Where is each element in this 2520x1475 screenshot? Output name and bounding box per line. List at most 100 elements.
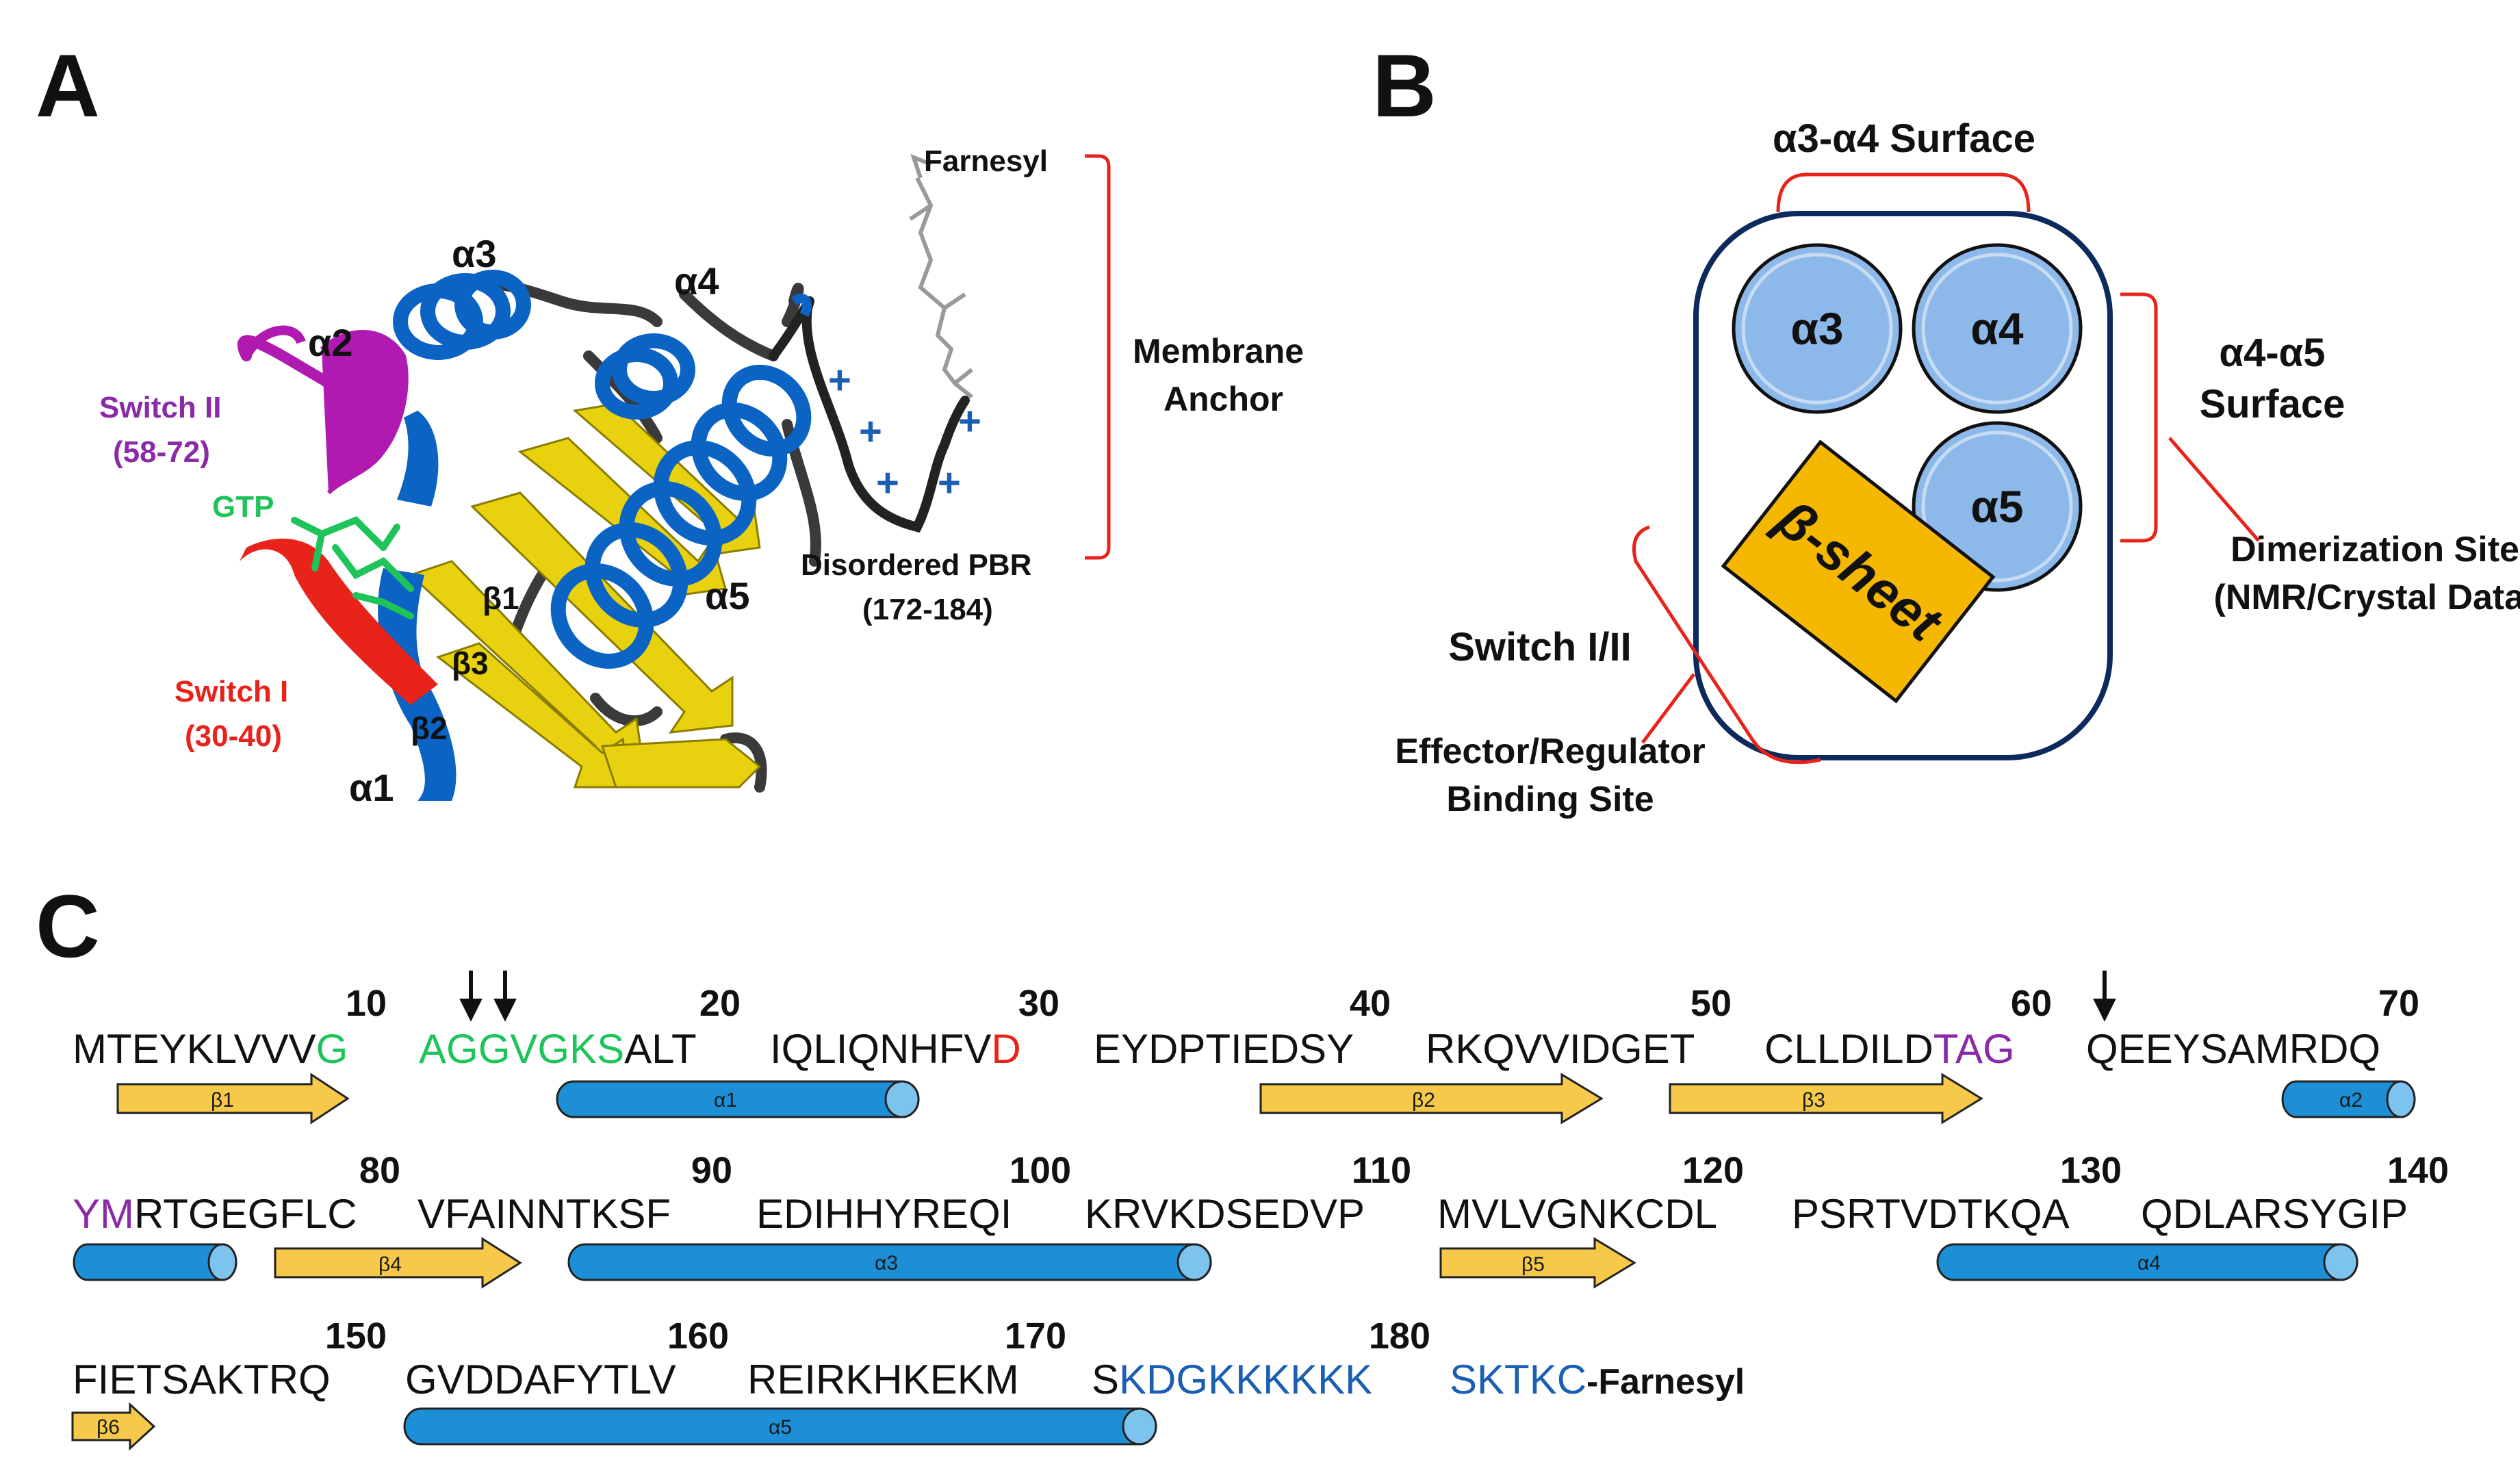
sequence-row-2: 80 90 100 110 120 130 140 YMRTGEGFLC VFA… — [73, 1150, 2449, 1289]
farnesyl-suffix: -Farnesyl — [1586, 1362, 1745, 1402]
residue-number: 90 — [691, 1150, 732, 1191]
ss-strand-b6: β6 — [71, 1402, 156, 1451]
effector-leader-line — [1641, 673, 1695, 744]
ss-label: α4 — [2137, 1252, 2161, 1274]
sequence-line: CLLDILDTAG — [1764, 1026, 2015, 1072]
anchor-line1: Membrane — [1133, 332, 1304, 370]
right-surface-line2: Surface — [2200, 382, 2345, 426]
ss-helix-a3: α3 — [567, 1243, 1212, 1281]
residue-number: 150 — [325, 1316, 387, 1357]
row2-numbers: 80 90 100 110 120 130 140 — [359, 1150, 2449, 1191]
top-surface-bracket — [1776, 172, 2031, 213]
effector-line1: Effector/Regulator — [1395, 732, 1706, 771]
surface-schematic: α3 α4 α5 β-sheet — [1693, 211, 2113, 760]
panel-label-c: C — [36, 876, 100, 976]
sequence-block: REIRKHKEKM — [747, 1357, 1019, 1402]
residue-number: 140 — [2387, 1150, 2449, 1191]
label-alpha5: α5 — [705, 574, 750, 617]
sequence-block: FIETSAKTRQ — [73, 1357, 331, 1402]
dimer-line2: (NMR/Crystal Data) — [2214, 578, 2520, 617]
charge-plus-5: + — [938, 461, 961, 505]
farnesyl-label: Farnesyl — [924, 144, 1048, 178]
sequence-block: PSRTVDTKQA — [1792, 1191, 2070, 1237]
panel-label-b: B — [1372, 36, 1437, 136]
alpha5-circle-label: α5 — [1970, 481, 2023, 532]
label-alpha4: α4 — [674, 259, 719, 303]
alpha3-circle: α3 — [1732, 243, 1903, 414]
switch-surface-bracket — [1632, 525, 1821, 765]
sequence-block: GVDDAFYTLV — [405, 1357, 676, 1402]
dimer-leader-line — [2168, 437, 2260, 542]
ss-strand-b3: β3 — [1669, 1073, 1983, 1125]
row1-numbers: 10 20 30 40 50 60 70 — [346, 983, 2419, 1024]
switch1-range: (30-40) — [185, 719, 282, 753]
label-alpha2: α2 — [308, 321, 353, 364]
dimer-line1: Dimerization Site — [2230, 530, 2519, 569]
sequence-row-1: 10 20 30 40 50 60 70 MTEYKLVVVG AGGVGKSA… — [73, 971, 2419, 1125]
pbr-name: Disordered PBR — [801, 548, 1031, 582]
charge-plus-3: + — [958, 399, 981, 444]
sequence-line: IQLIQNHFVD — [770, 1026, 1021, 1072]
label-alpha1: α1 — [349, 766, 394, 809]
ss-strand-b4: β4 — [274, 1237, 522, 1289]
residue-number: 160 — [667, 1316, 729, 1357]
ss-helix-a2: α2 — [2281, 1080, 2416, 1118]
anchor-line2: Anchor — [1163, 380, 1283, 418]
pbr-range: (172-184) — [862, 593, 993, 626]
ss-helix-a2-cont — [73, 1243, 237, 1281]
charge-plus-2: + — [859, 409, 882, 454]
residue-number: 30 — [1018, 983, 1059, 1024]
beta-sheet-strands — [409, 402, 762, 788]
sequence-block: EYDPTIEDSY — [1094, 1026, 1354, 1072]
residue-number: 120 — [1682, 1150, 1744, 1191]
surface-labels: α3-α4 Surface α4-α5 Surface Dimerization… — [1395, 116, 2520, 819]
residue-number: 80 — [359, 1150, 400, 1191]
surface-brackets — [1632, 172, 2260, 765]
charge-plus-4: + — [876, 461, 899, 505]
residue-number: 180 — [1369, 1316, 1430, 1357]
switch-ii-region — [237, 325, 409, 495]
ss-label: α1 — [714, 1089, 737, 1112]
sequence-block: QDLARSYGIP — [2141, 1191, 2408, 1237]
ss-label: β3 — [1802, 1089, 1825, 1112]
ss-label: β2 — [1412, 1089, 1435, 1112]
residue-number: 50 — [1690, 983, 1732, 1024]
charge-plus-1: + — [828, 358, 851, 402]
sequence-line: YMRTGEGFLC — [73, 1191, 357, 1237]
ss-label: β6 — [97, 1416, 120, 1439]
structure-labels: α3 α4 α2 α5 α1 β1 β2 β3 Switch II (58-72… — [99, 144, 1304, 809]
label-beta3: β3 — [452, 645, 489, 681]
switch-surface-label: Switch I/II — [1448, 625, 1632, 669]
ss-strand-b2: β2 — [1259, 1073, 1604, 1125]
helix-a4 — [595, 333, 695, 420]
ss-label: β4 — [378, 1253, 402, 1276]
sequence-block: QEEYSAMRDQ — [2086, 1026, 2380, 1072]
membrane-anchor-bracket — [1085, 154, 1111, 560]
residue-number: 40 — [1350, 983, 1391, 1024]
ss-label: α3 — [875, 1252, 898, 1274]
arrow-down-icon — [493, 999, 517, 1022]
residue-number: 110 — [1352, 1150, 1411, 1191]
sequence-line: SKTKC-Farnesyl — [1450, 1357, 1745, 1402]
ss-helix-a1: α1 — [556, 1080, 920, 1118]
helix-a3 — [393, 270, 531, 360]
arrow-down-icon — [2093, 999, 2116, 1022]
sequence-block: EDIHHYREQI — [756, 1191, 1012, 1237]
residue-number: 170 — [1005, 1316, 1066, 1357]
residue-number: 10 — [346, 983, 387, 1024]
sequence-block: VFAINNTKSF — [417, 1191, 671, 1237]
helix-a5 — [550, 364, 812, 669]
ss-label: α2 — [2339, 1089, 2363, 1112]
ss-label: α5 — [769, 1416, 792, 1439]
residue-number: 60 — [2011, 983, 2052, 1024]
ss-label: β5 — [1521, 1253, 1545, 1276]
panel-label-a: A — [36, 36, 100, 136]
switch2-name: Switch II — [99, 391, 221, 424]
sequence-row-3: 150 160 170 180 FIETSAKTRQ GVDDAFYTLV RE… — [71, 1316, 1745, 1451]
top-surface-label: α3-α4 Surface — [1773, 116, 2035, 161]
sequence-map: 10 20 30 40 50 60 70 MTEYKLVVVG AGGVGKSA… — [71, 971, 2449, 1451]
alpha4-circle-label: α4 — [1970, 303, 2024, 354]
sequence-block: KRVKDSEDVP — [1085, 1191, 1365, 1237]
right-surface-bracket — [2120, 292, 2158, 543]
